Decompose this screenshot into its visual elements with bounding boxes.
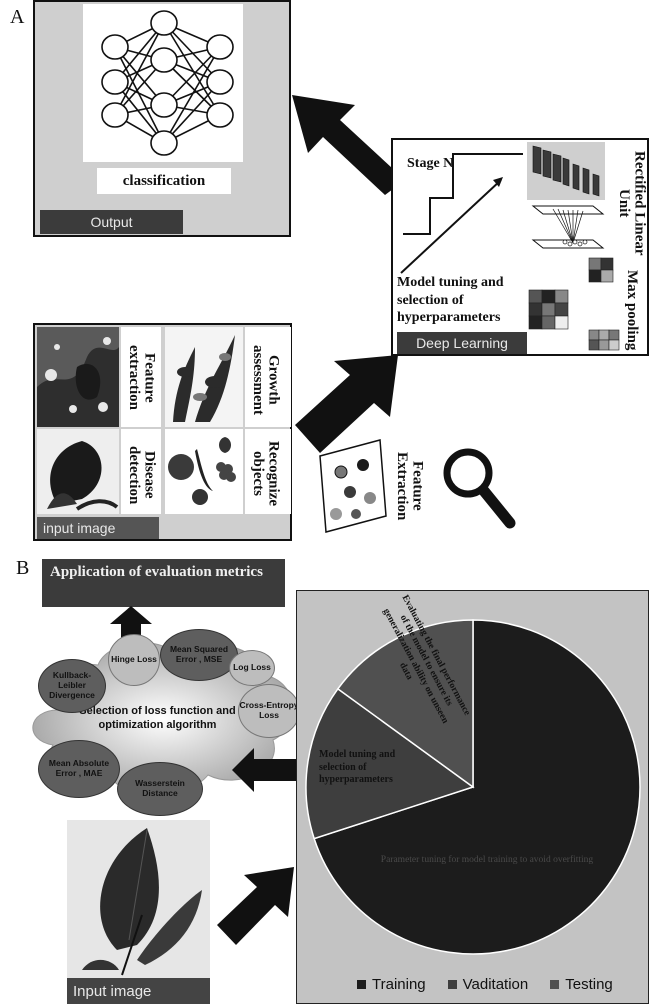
panel-letter-b: B <box>16 557 30 579</box>
arrow-to-deep-learning-icon <box>295 355 398 453</box>
output-label: Output <box>40 210 183 234</box>
feature-extraction-tile <box>121 327 161 427</box>
pie-chart-box: Model tuning and selection of hyperparam… <box>296 590 649 1004</box>
cnn-layers-icon <box>532 145 600 197</box>
recognize-objects-label: Recognize objects <box>249 440 282 506</box>
legend-testing: Testing <box>550 976 613 993</box>
relu-label: Rectified Linear Unit <box>615 150 648 256</box>
pie-label-validation: Model tuning and selection of hyperparam… <box>319 749 396 785</box>
pie-label-testing: Evaluating the final performance of the … <box>342 594 497 726</box>
panel-letter-a: A <box>10 6 25 28</box>
legend-training-label: Training <box>372 976 426 993</box>
recognize-tile <box>245 429 291 514</box>
magnifier-icon <box>443 448 516 529</box>
pie-slice-testing <box>336 619 474 789</box>
deep-learning-box: Stage N Model tuning and selection of hy… <box>391 138 649 356</box>
max-pooling-label: Max pooling <box>623 269 640 351</box>
input-image-label: input image <box>37 517 159 539</box>
loss-cross-entropy: Cross-Entropy Loss <box>238 684 300 738</box>
pooling-grids-icon <box>528 257 620 351</box>
classification-label: classification <box>97 168 231 194</box>
stage-n-label: Stage N <box>407 156 454 171</box>
feature-extraction-label: Feature extraction <box>125 345 158 410</box>
legend-testing-label: Testing <box>565 976 613 993</box>
loss-kl: Kullback-Leibler Divergence <box>38 659 106 713</box>
legend-swatch-training <box>357 980 366 989</box>
legend-validation: Vaditation <box>447 976 529 993</box>
feature-extraction-side-label: Feature Extraction <box>393 451 426 521</box>
loss-mae: Mean Absolute Error , MAE <box>38 740 120 798</box>
evaluation-title: Application of evaluation metrics <box>42 559 285 607</box>
arrow-to-chart-icon <box>217 867 294 945</box>
pie-label-testing-text: Evaluating the final performance of the … <box>380 593 472 726</box>
pie-label-training: Parameter tuning for model training to a… <box>380 855 594 865</box>
feature-extraction-card <box>319 439 387 533</box>
fruits-image <box>165 429 243 514</box>
pie-slice-training <box>313 619 641 955</box>
input-image-b-label: Input image <box>67 978 210 1004</box>
leaf-image <box>37 429 119 514</box>
input-leaf-image <box>67 820 210 980</box>
cloud-center-label: Selection of loss function and optimizat… <box>79 705 236 731</box>
neural-network-icon <box>101 10 234 156</box>
deep-learning-label: Deep Learning <box>397 332 527 354</box>
growth-tile <box>245 327 291 427</box>
legend-swatch-testing <box>550 980 560 989</box>
legend-swatch-validation <box>447 980 457 989</box>
arrow-left-icon <box>232 748 297 792</box>
stage-stair-diagram <box>400 153 523 274</box>
loss-log: Log Loss <box>229 650 275 686</box>
pie-legend: Training Vaditation Testing <box>357 976 613 993</box>
pie-slice-vaditation <box>305 687 475 840</box>
loss-wasserstein: Wasserstein Distance <box>117 762 203 816</box>
input-image-box: Feature extraction Growth assessment Dis… <box>33 323 292 541</box>
disease-detection-label: Disease detection <box>125 445 158 505</box>
growth-assessment-label: Growth assessment <box>249 345 282 415</box>
pie-chart <box>305 619 641 955</box>
flowers-image <box>37 327 119 427</box>
loss-mse: Mean Squared Error , MSE <box>160 629 238 681</box>
disease-tile <box>121 429 161 514</box>
relu-plane-icon <box>531 205 605 249</box>
output-box: classification Output <box>33 0 291 237</box>
legend-validation-label: Vaditation <box>462 976 529 993</box>
loss-hinge: Hinge Loss <box>108 634 160 686</box>
model-tuning-label: Model tuning and selection of hyperparam… <box>397 275 504 325</box>
plants-image <box>165 327 243 427</box>
arrow-up-icon <box>110 606 152 646</box>
legend-training: Training <box>357 976 426 993</box>
arrow-to-output-icon <box>292 95 405 195</box>
